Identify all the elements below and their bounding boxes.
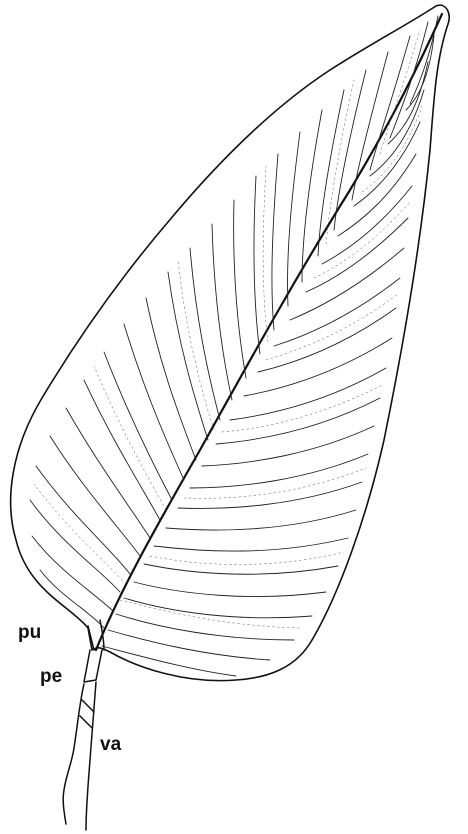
midrib [96, 14, 442, 650]
label-sheath: va [100, 734, 122, 755]
leaf-sheath [63, 682, 96, 830]
label-pulvinus: pu [18, 622, 41, 643]
label-petiole: pe [40, 666, 62, 687]
petiole [84, 650, 102, 682]
